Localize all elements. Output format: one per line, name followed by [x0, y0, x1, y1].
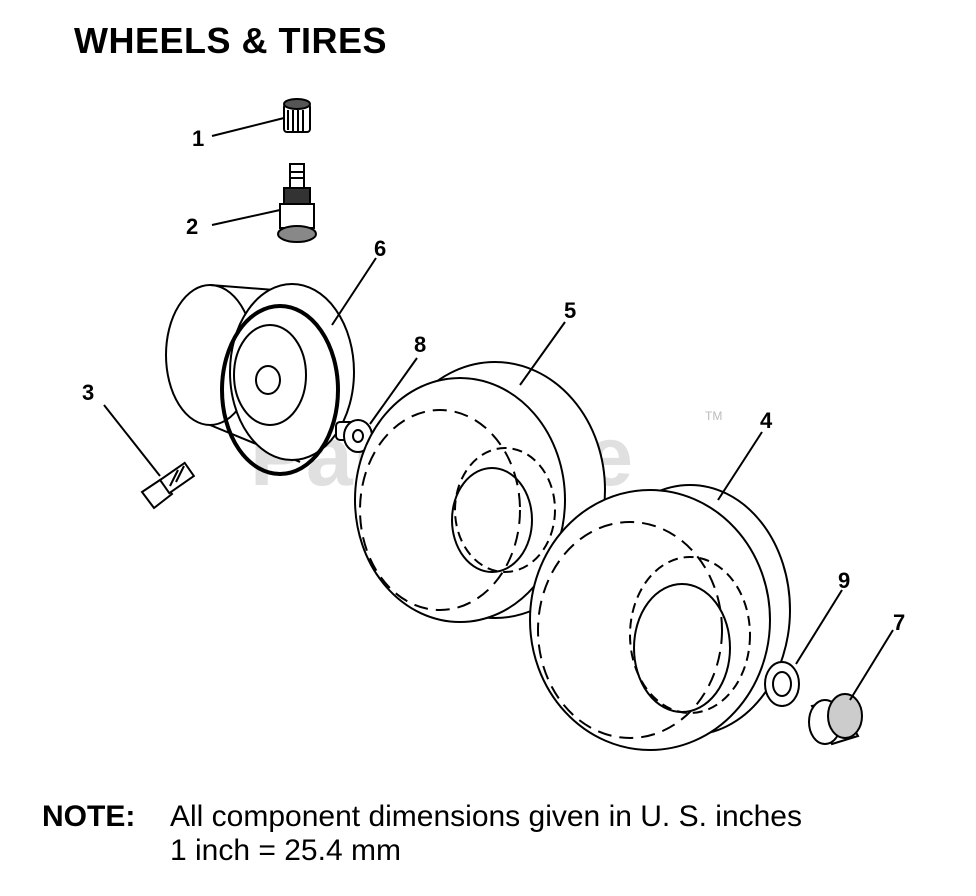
note-label: NOTE: [42, 800, 136, 833]
callout-9: 9 [838, 568, 850, 593]
leader-lines [103, 117, 894, 701]
callout-4: 4 [760, 408, 773, 433]
valve-stem-part [277, 163, 317, 243]
bolt-part [140, 461, 196, 510]
callout-7: 7 [893, 610, 905, 635]
tire-part-4 [529, 484, 791, 751]
diagram-title: WHEELS & TIRES [74, 20, 388, 61]
callout-1: 1 [192, 126, 204, 151]
note-text-line1: All component dimensions given in U. S. … [170, 800, 802, 833]
callout-3: 3 [82, 380, 94, 405]
wheel-rim-part [165, 283, 355, 476]
watermark-tm: TM [705, 409, 722, 423]
valve-cap-part [283, 98, 311, 133]
callout-8: 8 [414, 332, 426, 357]
callout-6: 6 [374, 236, 386, 261]
callout-5: 5 [564, 298, 576, 323]
spacer-part [335, 419, 373, 453]
washer-part [764, 661, 800, 707]
callout-2: 2 [186, 214, 198, 239]
bushing-part [808, 693, 863, 746]
note-text-line2: 1 inch = 25.4 mm [170, 834, 401, 867]
